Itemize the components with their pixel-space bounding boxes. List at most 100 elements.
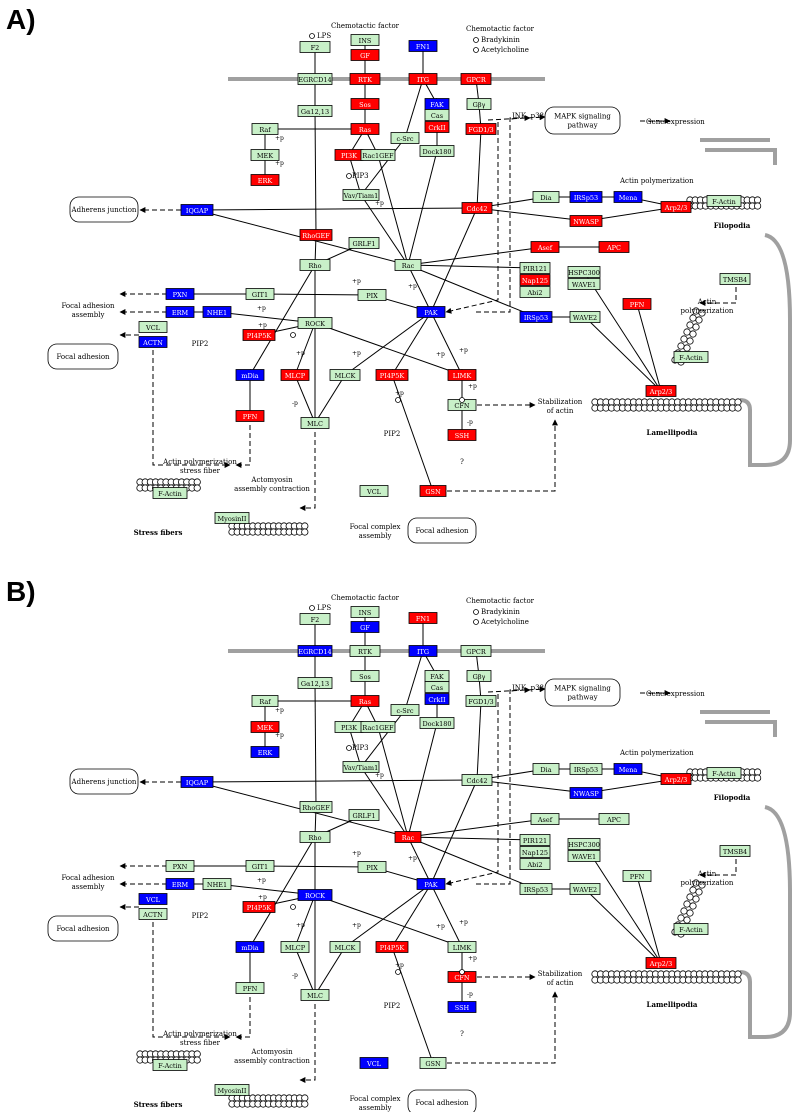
gene-node-irsp53a[interactable]: IRSp53: [569, 763, 603, 775]
gene-node-hspc300[interactable]: HSPC300: [567, 266, 601, 278]
gene-node-itg[interactable]: ITG: [408, 73, 438, 85]
gene-node-mlcp[interactable]: MLCP: [280, 941, 310, 953]
gene-node-mek[interactable]: MEK: [250, 721, 280, 733]
gene-node-wave1[interactable]: WAVE1: [567, 278, 601, 290]
gene-node-dock180[interactable]: Dock180: [419, 717, 455, 729]
gene-node-mdia[interactable]: mDia: [235, 941, 265, 953]
gene-node-gf[interactable]: GF: [350, 621, 380, 633]
gene-node-asef[interactable]: Asef: [530, 813, 560, 825]
gene-node-gbg[interactable]: Gβγ: [466, 98, 492, 110]
gene-node-rac[interactable]: Rac: [394, 831, 422, 843]
gene-node-mlc[interactable]: MLC: [300, 989, 330, 1001]
gene-node-pi4p5ka[interactable]: PI4P5K: [242, 901, 276, 913]
gene-node-rho[interactable]: Rho: [299, 259, 331, 271]
gene-node-apc[interactable]: APC: [598, 241, 630, 253]
gene-node-rac1gef[interactable]: Rac1GEF: [360, 721, 396, 733]
gene-node-ga12-13[interactable]: Gα12,13: [297, 677, 333, 689]
gene-node-ins[interactable]: INS: [350, 606, 380, 618]
gene-node-pfnb[interactable]: PFN: [622, 870, 652, 882]
gene-node-iqgap[interactable]: IQGAP: [180, 776, 214, 788]
gene-node-rho[interactable]: Rho: [299, 831, 331, 843]
gene-node-pix[interactable]: PIX: [357, 289, 387, 301]
gene-node-apc[interactable]: APC: [598, 813, 630, 825]
gene-node-nap125[interactable]: Nap125: [519, 846, 551, 858]
gene-node-pxn[interactable]: PXN: [165, 288, 195, 300]
gene-node-f2[interactable]: F2: [299, 613, 331, 625]
gene-node-cdc42[interactable]: Cdc42: [461, 202, 493, 214]
gene-node-mlck[interactable]: MLCK: [329, 369, 361, 381]
gene-node-pi4p5kb[interactable]: PI4P5K: [375, 369, 409, 381]
gene-node-myosinii[interactable]: MyosinII: [214, 1084, 250, 1096]
gene-node-sos[interactable]: Sos: [350, 98, 380, 110]
gene-node-vav[interactable]: Vav/Tiam1: [342, 189, 380, 201]
gene-node-raf[interactable]: Raf: [251, 695, 279, 707]
gene-node-mlcp[interactable]: MLCP: [280, 369, 310, 381]
gene-node-mek[interactable]: MEK: [250, 149, 280, 161]
gene-node-irsp53a[interactable]: IRSp53: [569, 191, 603, 203]
gene-node-actn[interactable]: ACTN: [138, 908, 168, 920]
gene-node-git1[interactable]: GIT1: [245, 288, 275, 300]
gene-node-factina[interactable]: F-Actin: [706, 767, 742, 779]
gene-node-irsp53b[interactable]: IRSp53: [519, 883, 553, 895]
gene-node-dia[interactable]: Dia: [532, 191, 560, 203]
gene-node-wave1[interactable]: WAVE1: [567, 850, 601, 862]
gene-node-tmsb4[interactable]: TMSB4: [719, 273, 751, 285]
gene-node-arp23a[interactable]: Arp2/3: [660, 201, 692, 213]
gene-node-pfna[interactable]: PFN: [235, 410, 265, 422]
gene-node-pi4p5ka[interactable]: PI4P5K: [242, 329, 276, 341]
gene-node-cas[interactable]: Cas: [424, 109, 450, 121]
gene-node-ssh[interactable]: SSH: [447, 429, 477, 441]
gene-node-ins[interactable]: INS: [350, 34, 380, 46]
gene-node-ras[interactable]: Ras: [350, 123, 380, 135]
gene-node-egrcd14[interactable]: EGRCD14: [297, 645, 333, 657]
gene-node-ras[interactable]: Ras: [350, 695, 380, 707]
gene-node-pxn[interactable]: PXN: [165, 860, 195, 872]
gene-node-wave2[interactable]: WAVE2: [569, 883, 601, 895]
gene-node-mlc[interactable]: MLC: [300, 417, 330, 429]
gene-node-pi3k[interactable]: PI3K: [334, 149, 364, 161]
gene-node-vclb[interactable]: VCL: [359, 1057, 389, 1069]
gene-node-arp23b[interactable]: Arp2/3: [645, 957, 677, 969]
gene-node-fgd1-3[interactable]: FGD1/3: [465, 123, 497, 135]
gene-node-gsn[interactable]: GSN: [419, 485, 447, 497]
gene-node-tmsb4[interactable]: TMSB4: [719, 845, 751, 857]
gene-node-abi2[interactable]: Abi2: [519, 286, 551, 298]
gene-node-gpcr[interactable]: GPCR: [460, 73, 492, 85]
gene-node-cdc42[interactable]: Cdc42: [461, 774, 493, 786]
gene-node-rhogef[interactable]: RhoGEF: [299, 229, 333, 241]
gene-node-fak[interactable]: FAK: [424, 98, 450, 110]
gene-node-mena[interactable]: Mena: [613, 763, 643, 775]
gene-node-fn1[interactable]: FN1: [408, 40, 438, 52]
gene-node-erk[interactable]: ERK: [250, 746, 280, 758]
gene-node-ga12-13[interactable]: Gα12,13: [297, 105, 333, 117]
gene-node-nwasp[interactable]: NWASP: [569, 787, 603, 799]
gene-node-nhe1[interactable]: NHE1: [202, 878, 232, 890]
gene-node-pak[interactable]: PAK: [416, 306, 446, 318]
gene-node-rock[interactable]: ROCK: [297, 889, 333, 901]
gene-node-pir121[interactable]: PIR121: [519, 834, 551, 846]
gene-node-asef[interactable]: Asef: [530, 241, 560, 253]
gene-node-pak[interactable]: PAK: [416, 878, 446, 890]
gene-node-dia[interactable]: Dia: [532, 763, 560, 775]
gene-node-egrcd14[interactable]: EGRCD14: [297, 73, 333, 85]
gene-node-nhe1[interactable]: NHE1: [202, 306, 232, 318]
gene-node-mdia[interactable]: mDia: [235, 369, 265, 381]
gene-node-vcla[interactable]: VCL: [138, 893, 168, 905]
gene-node-abi2[interactable]: Abi2: [519, 858, 551, 870]
gene-node-raf[interactable]: Raf: [251, 123, 279, 135]
gene-node-dock180[interactable]: Dock180: [419, 145, 455, 157]
gene-node-mlck[interactable]: MLCK: [329, 941, 361, 953]
gene-node-vclb[interactable]: VCL: [359, 485, 389, 497]
gene-node-rac[interactable]: Rac: [394, 259, 422, 271]
gene-node-grlf1[interactable]: GRLF1: [348, 809, 380, 821]
gene-node-vav[interactable]: Vav/Tiam1: [342, 761, 380, 773]
gene-node-actn[interactable]: ACTN: [138, 336, 168, 348]
gene-node-crkii[interactable]: CrkII: [424, 121, 450, 133]
gene-node-limk[interactable]: LIMK: [447, 369, 477, 381]
gene-node-fgd1-3[interactable]: FGD1/3: [465, 695, 497, 707]
gene-node-gpcr[interactable]: GPCR: [460, 645, 492, 657]
gene-node-mena[interactable]: Mena: [613, 191, 643, 203]
gene-node-factinb[interactable]: F-Actin: [673, 351, 709, 363]
gene-node-gbg[interactable]: Gβγ: [466, 670, 492, 682]
gene-node-factinc[interactable]: F-Actin: [152, 487, 188, 499]
